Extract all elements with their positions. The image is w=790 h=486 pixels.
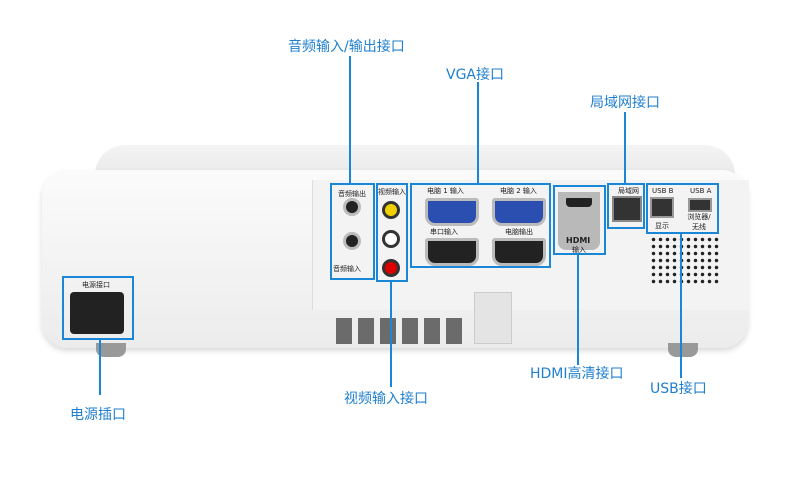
usb-a-port bbox=[688, 198, 712, 212]
usb-b-sub-label: 显示 bbox=[655, 222, 669, 230]
video-in-label: 视频输入 bbox=[378, 188, 406, 196]
hdmi-port bbox=[566, 198, 592, 207]
hdmi-logo: HDMI bbox=[566, 236, 591, 245]
power-port-label: 电源接口 bbox=[82, 281, 110, 289]
video-port-box bbox=[376, 183, 408, 282]
leader-line bbox=[624, 112, 626, 183]
leader-line bbox=[390, 282, 392, 387]
pc2-in-label: 电脑 2 输入 bbox=[500, 187, 537, 195]
callout-video: 视频输入接口 bbox=[344, 391, 428, 407]
vga-out-port bbox=[492, 238, 546, 266]
lan-port-box bbox=[607, 183, 645, 229]
callout-audio: 音频输入/输出接口 bbox=[288, 39, 405, 55]
usb-a-sub-label: 浏览器/无线 bbox=[687, 213, 711, 231]
usb-a-label: USB A bbox=[690, 187, 712, 195]
leader-line bbox=[577, 255, 579, 365]
vga-port-box bbox=[410, 183, 551, 268]
audio-in-jack bbox=[343, 232, 361, 250]
audio-out-jack bbox=[343, 198, 361, 216]
usb-b-port bbox=[650, 197, 674, 218]
leader-line bbox=[99, 340, 101, 395]
foot bbox=[668, 343, 698, 357]
power-port-box bbox=[62, 276, 134, 340]
foot bbox=[96, 343, 126, 357]
leader-line bbox=[680, 234, 682, 378]
audio-in-label: 音频输入 bbox=[333, 265, 361, 273]
audio-jack-white bbox=[382, 230, 400, 248]
speaker-grille bbox=[650, 236, 720, 284]
callout-power: 电源插口 bbox=[70, 407, 126, 423]
serial-in-label: 串口输入 bbox=[430, 228, 458, 236]
leader-line bbox=[477, 82, 479, 183]
leader-line bbox=[349, 56, 351, 183]
pc1-in-label: 电脑 1 输入 bbox=[427, 187, 464, 195]
vent bbox=[336, 318, 466, 344]
audio-out-label: 音频输出 bbox=[338, 190, 366, 198]
lens-slot bbox=[474, 292, 512, 344]
usb-port-box bbox=[646, 183, 719, 234]
vga-pc2-port bbox=[492, 198, 546, 226]
pc-out-label: 电脑输出 bbox=[505, 228, 533, 236]
power-socket bbox=[70, 292, 124, 334]
video-jack-yellow bbox=[382, 201, 400, 219]
lan-port bbox=[612, 196, 642, 222]
callout-hdmi: HDMI高清接口 bbox=[530, 366, 624, 382]
audio-port-box bbox=[330, 183, 375, 280]
callout-lan: 局域网接口 bbox=[590, 95, 660, 111]
hdmi-port-box bbox=[553, 185, 606, 255]
lan-label: 局域网 bbox=[618, 187, 639, 195]
vga-pc1-port bbox=[425, 198, 479, 226]
hdmi-in-label: 输入 bbox=[572, 246, 586, 254]
callout-usb: USB接口 bbox=[650, 381, 707, 397]
serial-port bbox=[425, 238, 479, 266]
audio-jack-red bbox=[382, 259, 400, 277]
callout-vga: VGA接口 bbox=[446, 67, 505, 83]
usb-b-label: USB B bbox=[652, 187, 674, 195]
